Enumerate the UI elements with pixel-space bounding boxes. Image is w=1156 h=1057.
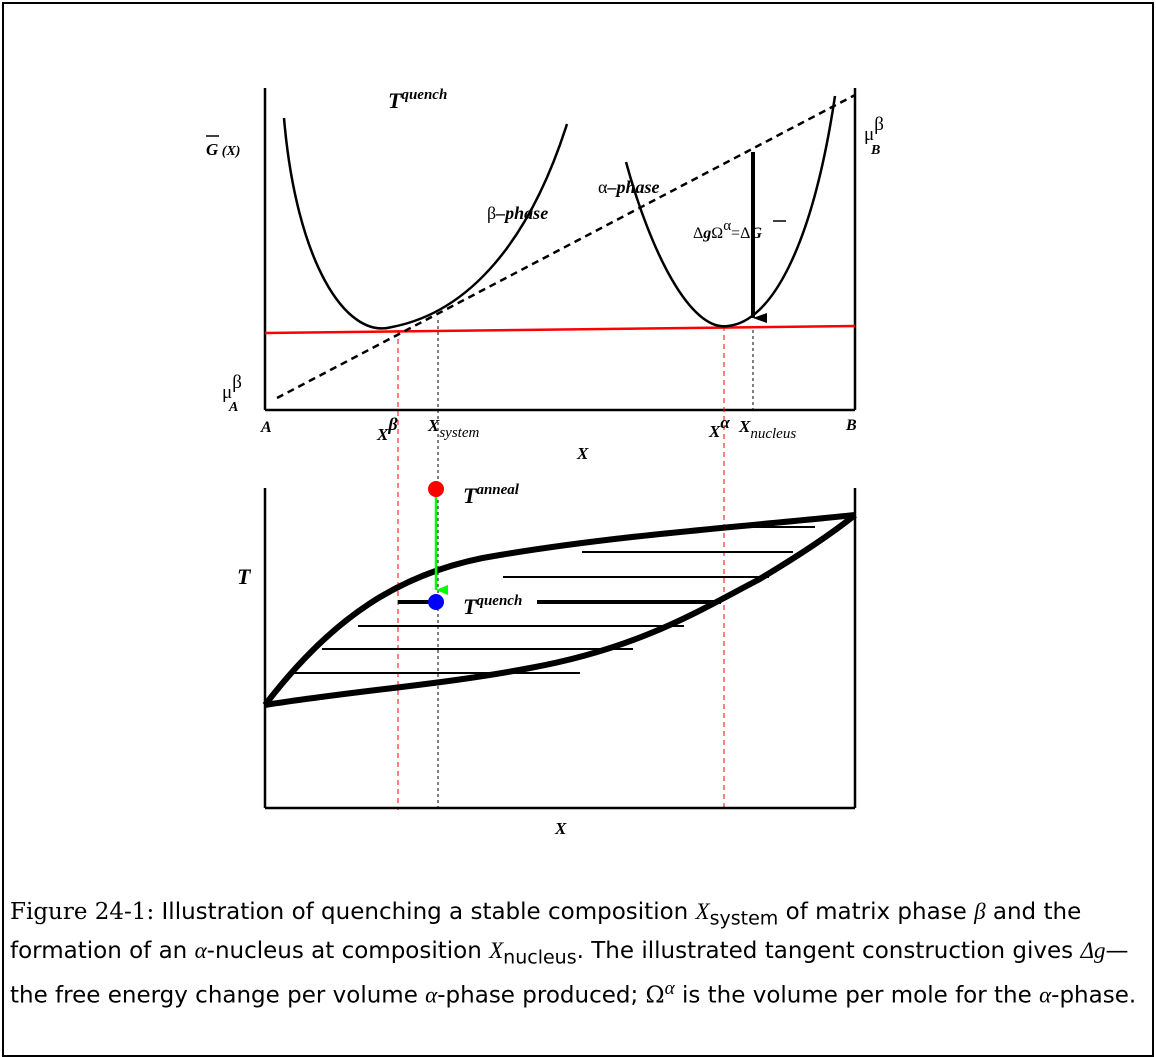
caption-text: is the volume per mole for the bbox=[674, 982, 1040, 1009]
phase-diagram-figure: Tquench G (X) μβ B μβ A β–phase α–phase … bbox=[206, 87, 884, 838]
beta-phase-label: β–phase bbox=[487, 203, 548, 223]
caption-omega-sup: α bbox=[664, 978, 675, 1000]
beta-phase-curve bbox=[282, 117, 569, 330]
mu-a-label: μβ bbox=[222, 372, 242, 403]
free-energy-plot: Tquench G (X) μβ B μβ A β–phase α–phase … bbox=[206, 87, 884, 810]
mu-a-sub: A bbox=[228, 400, 238, 415]
common-tangent-line bbox=[264, 324, 856, 335]
alpha-phase-curve bbox=[624, 95, 837, 328]
caption-beta: β bbox=[974, 899, 986, 924]
t-anneal-label: Tanneal bbox=[463, 482, 520, 508]
tick-label-x-system: Xsystem bbox=[427, 416, 480, 441]
t-quench-label: Tquench bbox=[463, 593, 522, 619]
alpha-phase-label: α–phase bbox=[598, 177, 659, 197]
tick-label-x-nucleus: Xnucleus bbox=[738, 417, 796, 442]
figure-caption: Figure 24-1: Illustration of quenching a… bbox=[10, 896, 1146, 1012]
caption-x-nucleus: X bbox=[489, 937, 504, 963]
caption-alpha: α bbox=[194, 937, 207, 963]
y-axis-label-g: G (X) bbox=[206, 140, 240, 159]
lower-phase-boundary bbox=[264, 512, 857, 708]
caption-x-system: X bbox=[695, 899, 710, 924]
tick-label-x-alpha: Xα bbox=[708, 413, 730, 441]
mu-b-sub: B bbox=[870, 143, 880, 158]
bottom-x-axis-label: X bbox=[554, 819, 567, 838]
top-x-axis-label: X bbox=[576, 444, 589, 463]
tie-lines bbox=[294, 526, 815, 674]
caption-text: Illustration of quenching a stable compo… bbox=[154, 899, 696, 925]
caption-text: —the free energy change per volume bbox=[10, 937, 1129, 1009]
tick-label-a: A bbox=[260, 419, 272, 436]
quench-point bbox=[428, 594, 444, 610]
top-title-label: Tquench bbox=[388, 87, 447, 113]
anneal-point bbox=[428, 481, 444, 497]
caption-alpha: α bbox=[1039, 982, 1052, 1008]
caption-text: . The illustrated tangent construction g… bbox=[576, 937, 1081, 964]
upper-phase-boundary bbox=[262, 512, 856, 707]
caption-text: -phase. bbox=[1051, 982, 1137, 1009]
tick-label-b: B bbox=[845, 417, 857, 434]
caption-text: -nucleus at composition bbox=[206, 937, 490, 964]
caption-alpha: α bbox=[425, 982, 438, 1008]
caption-omega: Ω bbox=[645, 982, 665, 1009]
caption-text: of matrix phase bbox=[778, 899, 975, 925]
caption-text: and the formation of an bbox=[10, 899, 1082, 964]
figure-number: Figure 24-1: bbox=[10, 899, 155, 925]
caption-x-system-sub: system bbox=[709, 907, 779, 930]
mu-b-label: μβ bbox=[864, 114, 884, 145]
caption-x-nucleus-sub: nucleus bbox=[503, 946, 577, 969]
bottom-y-axis-label: T bbox=[237, 564, 252, 589]
delta-g-label: ΔgΩα=ΔG bbox=[693, 218, 762, 242]
caption-delta-g: Δg bbox=[1080, 937, 1106, 963]
temperature-plot: Tanneal Tquench T X bbox=[237, 481, 857, 838]
caption-text: -phase produced; bbox=[437, 982, 646, 1009]
beta-tangent-dashed-line bbox=[276, 93, 856, 400]
tick-label-x-beta: Xβ bbox=[376, 414, 398, 444]
